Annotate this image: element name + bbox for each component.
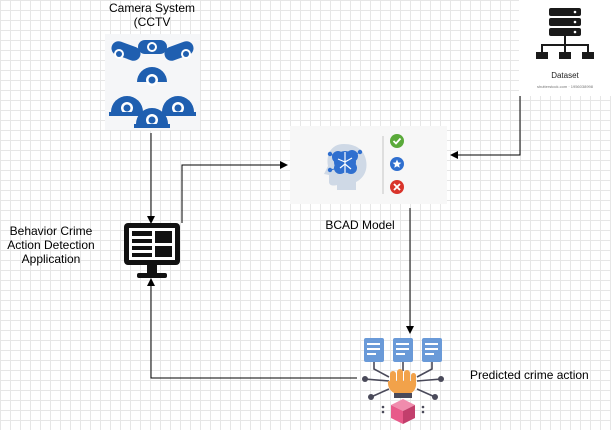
ai-brain-icon <box>324 134 404 194</box>
edge-dataset-to-model <box>450 96 521 159</box>
hand-data-icon <box>357 333 449 425</box>
bcad-model-label: BCAD Model <box>325 218 395 232</box>
bcad-model-node <box>290 126 447 204</box>
edge-predicted-to-app <box>147 278 357 379</box>
cctv-cameras-icon <box>105 34 200 130</box>
predicted-label: Predicted crime action <box>470 368 589 382</box>
check-icon <box>390 134 404 148</box>
camera-label: Camera System (CCTV <box>108 1 196 29</box>
dataset-node: Dataset shutterstock.com · 1956038998 <box>519 0 611 96</box>
edge-app-to-model <box>181 161 288 223</box>
app-label: Behavior Crime Action Detection Applicat… <box>7 224 95 266</box>
database-network-icon <box>536 8 594 59</box>
dataset-caption: shutterstock.com · 1956038998 <box>536 84 594 89</box>
star-icon <box>390 157 404 171</box>
cross-icon <box>390 180 404 194</box>
dataset-label: Dataset <box>551 71 579 80</box>
monitor-dashboard-icon <box>121 220 183 282</box>
